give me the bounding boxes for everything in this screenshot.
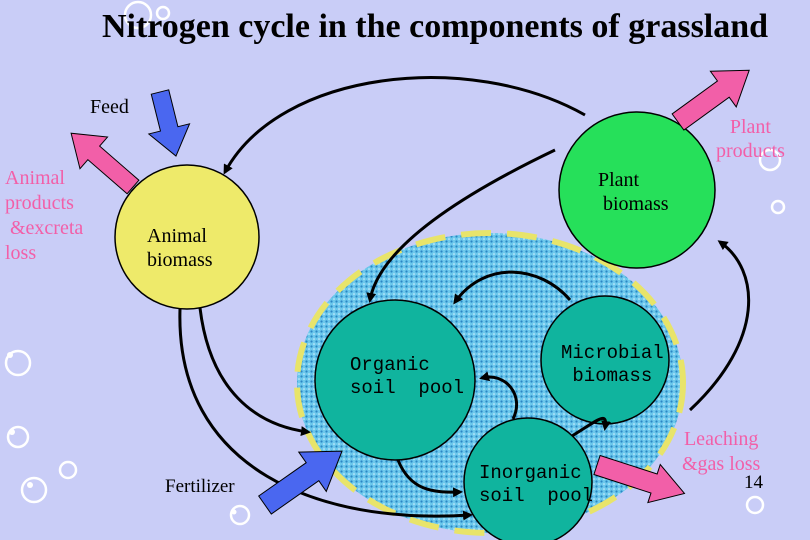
- page-number: 14: [744, 472, 763, 493]
- organic-soil-pool-label: Organic soil pool: [350, 354, 465, 399]
- arrow-plant-to-organic: [366, 148, 556, 303]
- fertilizer-label: Fertilizer: [165, 476, 235, 497]
- animal-products-label: Animal products &excreta loss: [5, 167, 84, 264]
- microbial-biomass-label: Microbial biomass: [561, 342, 664, 387]
- animal-biomass-label: Animal biomass: [147, 225, 213, 271]
- arrow-animal-to-organic: [198, 307, 311, 437]
- arrow-animal-products: [70, 132, 140, 195]
- page-title: Nitrogen cycle in the components of gras…: [101, 8, 769, 45]
- arrow-plant-products: [671, 69, 750, 131]
- organic-soil-pool-node: [314, 299, 476, 461]
- arrow-inorganic-to-organic: [479, 371, 519, 420]
- bubble-dots: [7, 352, 237, 515]
- arrow-animal-to-inorganic: [178, 308, 473, 521]
- inorganic-soil-pool-node: [463, 417, 593, 540]
- leaching-label: Leaching &gas loss: [682, 428, 761, 475]
- arrow-feed: [147, 89, 191, 157]
- feed-label: Feed: [90, 96, 129, 118]
- arrow-microbial-to-organic: [453, 270, 572, 305]
- arrow-organic-to-inorganic: [396, 459, 463, 498]
- plant-products-label: Plant products: [716, 116, 785, 162]
- arrow-plant-to-animal: [223, 76, 586, 175]
- inorganic-soil-pool-label: Inorganic soil pool: [479, 462, 594, 507]
- plant-biomass-node: [558, 111, 716, 269]
- arrow-soil-to-plant: [688, 240, 751, 412]
- arrow-inorganic-to-microbial: [571, 416, 612, 438]
- flow-arrows: [178, 76, 751, 521]
- plant-biomass-label: Plant biomass: [598, 169, 669, 215]
- arrow-fertilizer: [257, 450, 343, 515]
- arrow-leaching: [593, 454, 686, 504]
- animal-biomass-node: [114, 164, 260, 310]
- bubble-decoration: [4, 0, 786, 526]
